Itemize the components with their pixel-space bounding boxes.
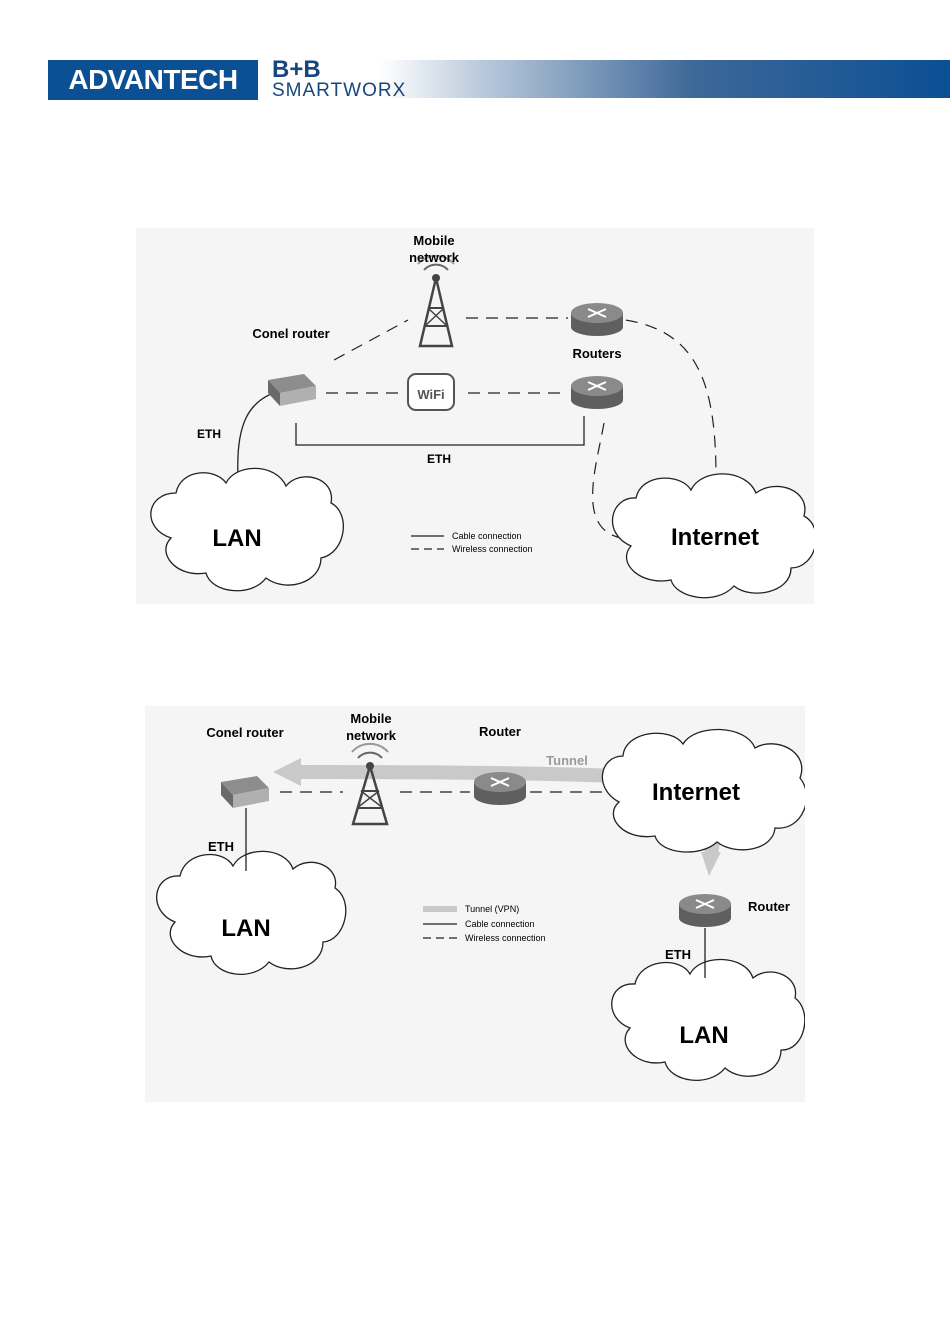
conel-router-label: Conel router [252, 326, 329, 341]
mobile-network-label-line1: Mobile [350, 711, 391, 726]
cell-tower-icon [418, 256, 454, 346]
tunnel-arrowhead-down [701, 852, 721, 876]
lan-left-label: LAN [221, 915, 270, 942]
wifi-icon: WiFi [408, 374, 454, 410]
advantech-logo: ADVANTECH [48, 60, 258, 100]
router-icon-top [571, 303, 623, 336]
smartworx-logo-line2: SMARTWORX [272, 80, 406, 102]
legend-tunnel-text: Tunnel (VPN) [465, 904, 519, 914]
router-icon-right [679, 894, 731, 927]
mobile-network-label-line1: Mobile [413, 233, 454, 248]
cell-tower-icon [352, 744, 388, 824]
conel-router-label: Conel router [206, 725, 283, 740]
router-right-label: Router [748, 899, 790, 914]
wifi-icon-label: WiFi [417, 387, 444, 402]
lan-right-cloud [612, 959, 805, 1080]
eth-right-label: ETH [665, 947, 691, 962]
tunnel-arrowhead-left [273, 758, 301, 786]
mobile-network-label-line2: network [346, 728, 397, 743]
internet-label: Internet [652, 779, 740, 806]
lan-label: LAN [212, 525, 261, 552]
eth-left-label: ETH [208, 839, 234, 854]
lan-right-label: LAN [679, 1022, 728, 1049]
conel-router-icon [268, 374, 316, 406]
legend-cable-text: Cable connection [465, 919, 535, 929]
router-top-label: Router [479, 724, 521, 739]
legend-wireless-text: Wireless connection [465, 933, 546, 943]
diagram-2-svg: Tunnel Internet LAN LAN Mobile network [145, 706, 805, 1102]
diagram-2-panel: Tunnel Internet LAN LAN Mobile network [145, 706, 805, 1102]
cable-link-router-routers [296, 416, 584, 445]
routers-label: Routers [572, 346, 621, 361]
tunnel-label: Tunnel [546, 753, 588, 768]
eth-left-label: ETH [197, 427, 221, 441]
router-icon-top [474, 772, 526, 805]
wireless-link-router-tower [334, 320, 408, 360]
eth-bottom-label: ETH [427, 452, 451, 466]
legend-cable-text: Cable connection [452, 531, 522, 541]
cable-link-router-lan [238, 390, 284, 476]
conel-router-icon [221, 776, 269, 808]
page-header: ADVANTECH B+B SMARTWORX [0, 0, 950, 110]
advantech-logo-text: ADVANTECH [48, 60, 258, 100]
header-banner-band [380, 60, 950, 98]
diagram-1-panel: LAN Internet Mobile network WiFi Co [136, 228, 814, 604]
lan-left-cloud [157, 851, 346, 974]
internet-label: Internet [671, 524, 759, 551]
mobile-network-label-line2: network [409, 250, 460, 265]
router-icon-bottom [571, 376, 623, 409]
diagram-1-svg: LAN Internet Mobile network WiFi Co [136, 228, 814, 604]
legend-wireless-text: Wireless connection [452, 544, 533, 554]
